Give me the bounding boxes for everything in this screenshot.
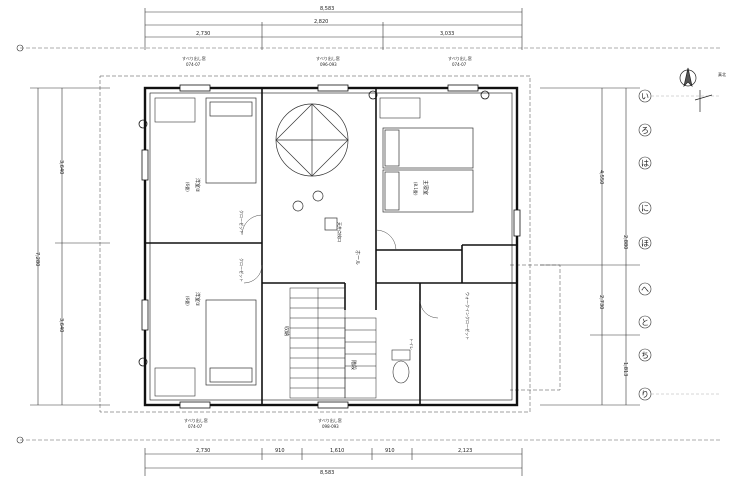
room-master-label: 主寝室: [422, 180, 429, 195]
right-dimension-lines: [540, 87, 640, 406]
dim-right-1: 4,550: [598, 170, 604, 184]
dim-top-left: 2,730: [196, 31, 210, 37]
window-label-top-mid: すべり出し窓: [316, 55, 340, 61]
room-bedroom2-label: 洋室②: [194, 178, 201, 193]
window-label-bottom-left: すべり出し窓: [184, 417, 208, 423]
roof-overhang-lines: [99, 75, 561, 413]
room-bedroom1-label: 洋室①: [194, 292, 201, 307]
window-code-top-mid: 096-093: [320, 62, 337, 67]
north-label: 真北: [718, 71, 726, 77]
closet-label-1: クローゼット: [239, 210, 245, 234]
dim-left-upper: 3,640: [58, 160, 64, 174]
grid-label-5: ほ: [641, 239, 649, 248]
corner-columns: [138, 90, 490, 367]
grid-label-6: へ: [641, 285, 649, 294]
interior-walls: [145, 88, 517, 405]
hall-ceiling-feature: [275, 103, 349, 231]
dim-top-total: 8,583: [320, 6, 334, 12]
dim-bottom-1: 2,730: [196, 448, 210, 454]
window-code-top-right: 074-07: [452, 62, 467, 67]
room-toilet-label: トイレ: [409, 338, 414, 350]
dim-bottom-total: 8,583: [320, 470, 334, 476]
dim-bottom-4: 910: [385, 448, 395, 454]
window-label-top-left: すべり出し窓: [182, 55, 206, 61]
window-markers: [141, 84, 521, 409]
staircase: [289, 287, 377, 399]
dim-bottom-5: 2,123: [458, 448, 472, 454]
window-label-top-right: すべり出し窓: [448, 55, 472, 61]
ceiling-inspection-label: 天井点検口: [337, 222, 343, 242]
furniture-beds: [205, 97, 474, 386]
dim-left-lower: 3,640: [58, 318, 64, 332]
grid-label-9: り: [641, 390, 649, 399]
grid-label-2: ろ: [641, 126, 649, 135]
dim-right-3: 2,730: [598, 295, 604, 309]
grid-label-1: い: [641, 92, 649, 101]
window-label-bottom-mid: すべり出し窓: [318, 417, 342, 423]
dim-bottom-2: 910: [275, 448, 285, 454]
dim-top-right: 3,033: [440, 31, 454, 37]
room-stair-label: 階段: [350, 360, 357, 370]
grid-markers: [638, 89, 652, 401]
room-bedroom2-area: (6畳): [185, 182, 191, 192]
room-storage-label: 収納: [283, 326, 290, 336]
dim-bottom-3: 1,610: [330, 448, 344, 454]
window-code-bottom-mid: 098-093: [322, 424, 339, 429]
left-dimension-lines: [30, 87, 110, 406]
window-code-bottom-left: 074-07: [188, 424, 203, 429]
top-dimension-lines: [20, 8, 720, 50]
exterior-walls-inner: [149, 92, 513, 401]
grid-label-8: ち: [641, 351, 649, 360]
bottom-dimension-lines: [20, 439, 720, 476]
toilet-fixture: [391, 349, 411, 384]
grid-label-7: と: [641, 318, 649, 327]
dim-top-mid: 2,820: [314, 19, 328, 25]
furniture-desks: [154, 97, 421, 397]
grid-label-4: に: [641, 204, 649, 213]
room-master-area: (8.1畳): [413, 182, 419, 196]
room-bedroom1-area: (6畳): [185, 296, 191, 306]
closet-label-2: クローゼット: [239, 258, 245, 282]
grid-origin-bottom: [16, 436, 24, 444]
door-swings: [241, 214, 439, 319]
dim-right-4: 1,813: [622, 362, 628, 376]
grid-label-3: は: [641, 159, 649, 168]
room-wic-label: ウォークインクローゼット: [465, 292, 471, 340]
north-arrow-icon: [679, 67, 713, 112]
dim-right-2: 2,880: [622, 235, 628, 249]
window-code-top-left: 074-07: [186, 62, 201, 67]
dim-left-total: 7,280: [34, 252, 40, 266]
grid-origin-top: [16, 44, 24, 52]
room-hall-label: ホール: [354, 250, 360, 265]
